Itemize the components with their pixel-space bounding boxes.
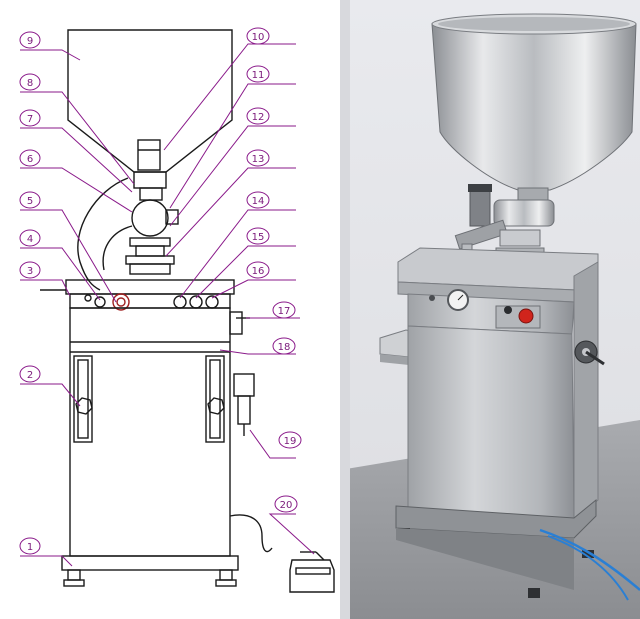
callout-14: 14	[246, 191, 270, 209]
callout-7: 7	[19, 109, 41, 127]
callout-4: 4	[19, 229, 41, 247]
cylinder	[137, 139, 161, 171]
callout-3: 3	[19, 261, 41, 279]
callout-12: 12	[246, 107, 270, 125]
callout-group: 1 2 3 4 5 6 7 8 9 10 11 12 13 14 15 16 1…	[19, 27, 302, 555]
svg-text:14: 14	[252, 196, 265, 207]
filter-regulator	[233, 373, 255, 397]
callout-10: 10	[246, 27, 270, 45]
svg-text:7: 7	[27, 114, 33, 125]
svg-text:15: 15	[252, 232, 265, 243]
svg-text:9: 9	[27, 36, 33, 47]
callout-13: 13	[246, 149, 270, 167]
callout-2: 2	[19, 365, 41, 383]
photo-stop-button	[518, 308, 534, 324]
photo-machine-body	[407, 325, 575, 521]
svg-text:2: 2	[27, 370, 33, 381]
svg-text:5: 5	[27, 196, 33, 207]
machine-photo	[340, 0, 640, 619]
air-hose	[77, 177, 129, 291]
sight-window-left	[73, 355, 93, 443]
svg-text:4: 4	[27, 234, 33, 245]
svg-text:6: 6	[27, 154, 33, 165]
svg-text:1: 1	[27, 542, 33, 553]
svg-text:10: 10	[252, 32, 265, 43]
pressure-gauge	[112, 293, 130, 311]
svg-text:12: 12	[252, 112, 265, 123]
callout-15: 15	[246, 227, 270, 245]
svg-text:3: 3	[27, 266, 33, 277]
rotary-valve	[131, 199, 169, 237]
photo-blue-hose	[539, 528, 640, 591]
callout-18: 18	[272, 337, 296, 355]
svg-text:17: 17	[278, 306, 291, 317]
svg-text:13: 13	[252, 154, 265, 165]
callout-9: 9	[19, 31, 41, 49]
handwheel	[229, 311, 243, 335]
callout-17: 17	[272, 301, 296, 319]
schematic-drawing	[40, 29, 335, 593]
callout-6: 6	[19, 149, 41, 167]
valve-body	[133, 171, 167, 189]
callout-11: 11	[246, 65, 270, 83]
callout-1: 1	[19, 537, 41, 555]
callout-20: 20	[274, 495, 298, 513]
svg-text:16: 16	[252, 266, 265, 277]
callout-16: 16	[246, 261, 270, 279]
svg-text:8: 8	[27, 78, 33, 89]
callout-19: 19	[278, 431, 302, 449]
base-plate	[61, 555, 239, 571]
svg-text:11: 11	[252, 70, 265, 81]
sight-window-right	[205, 355, 225, 443]
foot-switch	[289, 559, 335, 593]
svg-text:20: 20	[280, 500, 293, 511]
svg-text:19: 19	[284, 436, 297, 447]
svg-text:18: 18	[278, 342, 291, 353]
callout-leaders	[20, 43, 315, 567]
worktop	[65, 279, 235, 295]
callout-8: 8	[19, 73, 41, 91]
callout-5: 5	[19, 191, 41, 209]
